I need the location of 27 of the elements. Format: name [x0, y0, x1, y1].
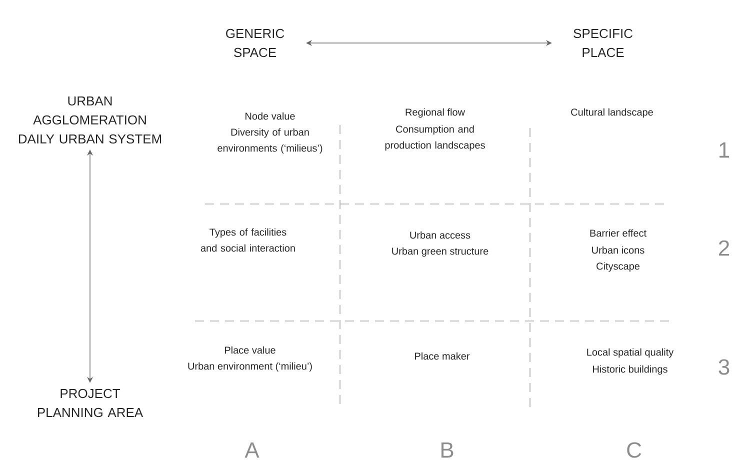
heading-text: PROJECT PLANNING AREA: [38, 388, 144, 418]
cell-text: Barrier effect: [590, 229, 646, 237]
cell-text: Urban green structure: [392, 247, 488, 257]
row-number: 2: [719, 240, 730, 256]
cell-text: Cultural landscape: [571, 108, 653, 118]
heading-text: SPECIFIC PLACE: [574, 28, 632, 58]
arrow: [306, 40, 552, 46]
cell-text: Cityscape: [596, 262, 640, 272]
cell-text: Place value: [224, 346, 276, 354]
cell-text: Urban access: [410, 231, 470, 239]
cell-text: Local spatial quality: [587, 348, 674, 358]
cell-text: Node value: [246, 112, 295, 120]
heading-text: GENERIC SPACE: [226, 28, 284, 58]
row-number: 3: [718, 359, 730, 375]
cell-text: Historic buildings: [593, 365, 668, 375]
column-letter: A: [244, 442, 260, 458]
cell-text: Regional flow: [406, 108, 466, 118]
column-letter: B: [441, 442, 454, 458]
column-letter: C: [627, 442, 642, 458]
row-number: 1: [720, 142, 730, 158]
cell-text: Place maker: [415, 352, 470, 360]
cell-text: Urban environment (‘milieu’): [188, 362, 312, 372]
cell-text: Urban icons: [592, 246, 644, 254]
heading-text: URBAN AGGLOMERATION DAILY URBAN SYSTEM: [18, 96, 162, 144]
cell-text: Consumption and production landscapes: [385, 125, 485, 151]
cell-text: Types of facilities and social interaction: [200, 228, 295, 252]
cell-text: Diversity of urban environments (‘milieus’): [218, 128, 322, 154]
